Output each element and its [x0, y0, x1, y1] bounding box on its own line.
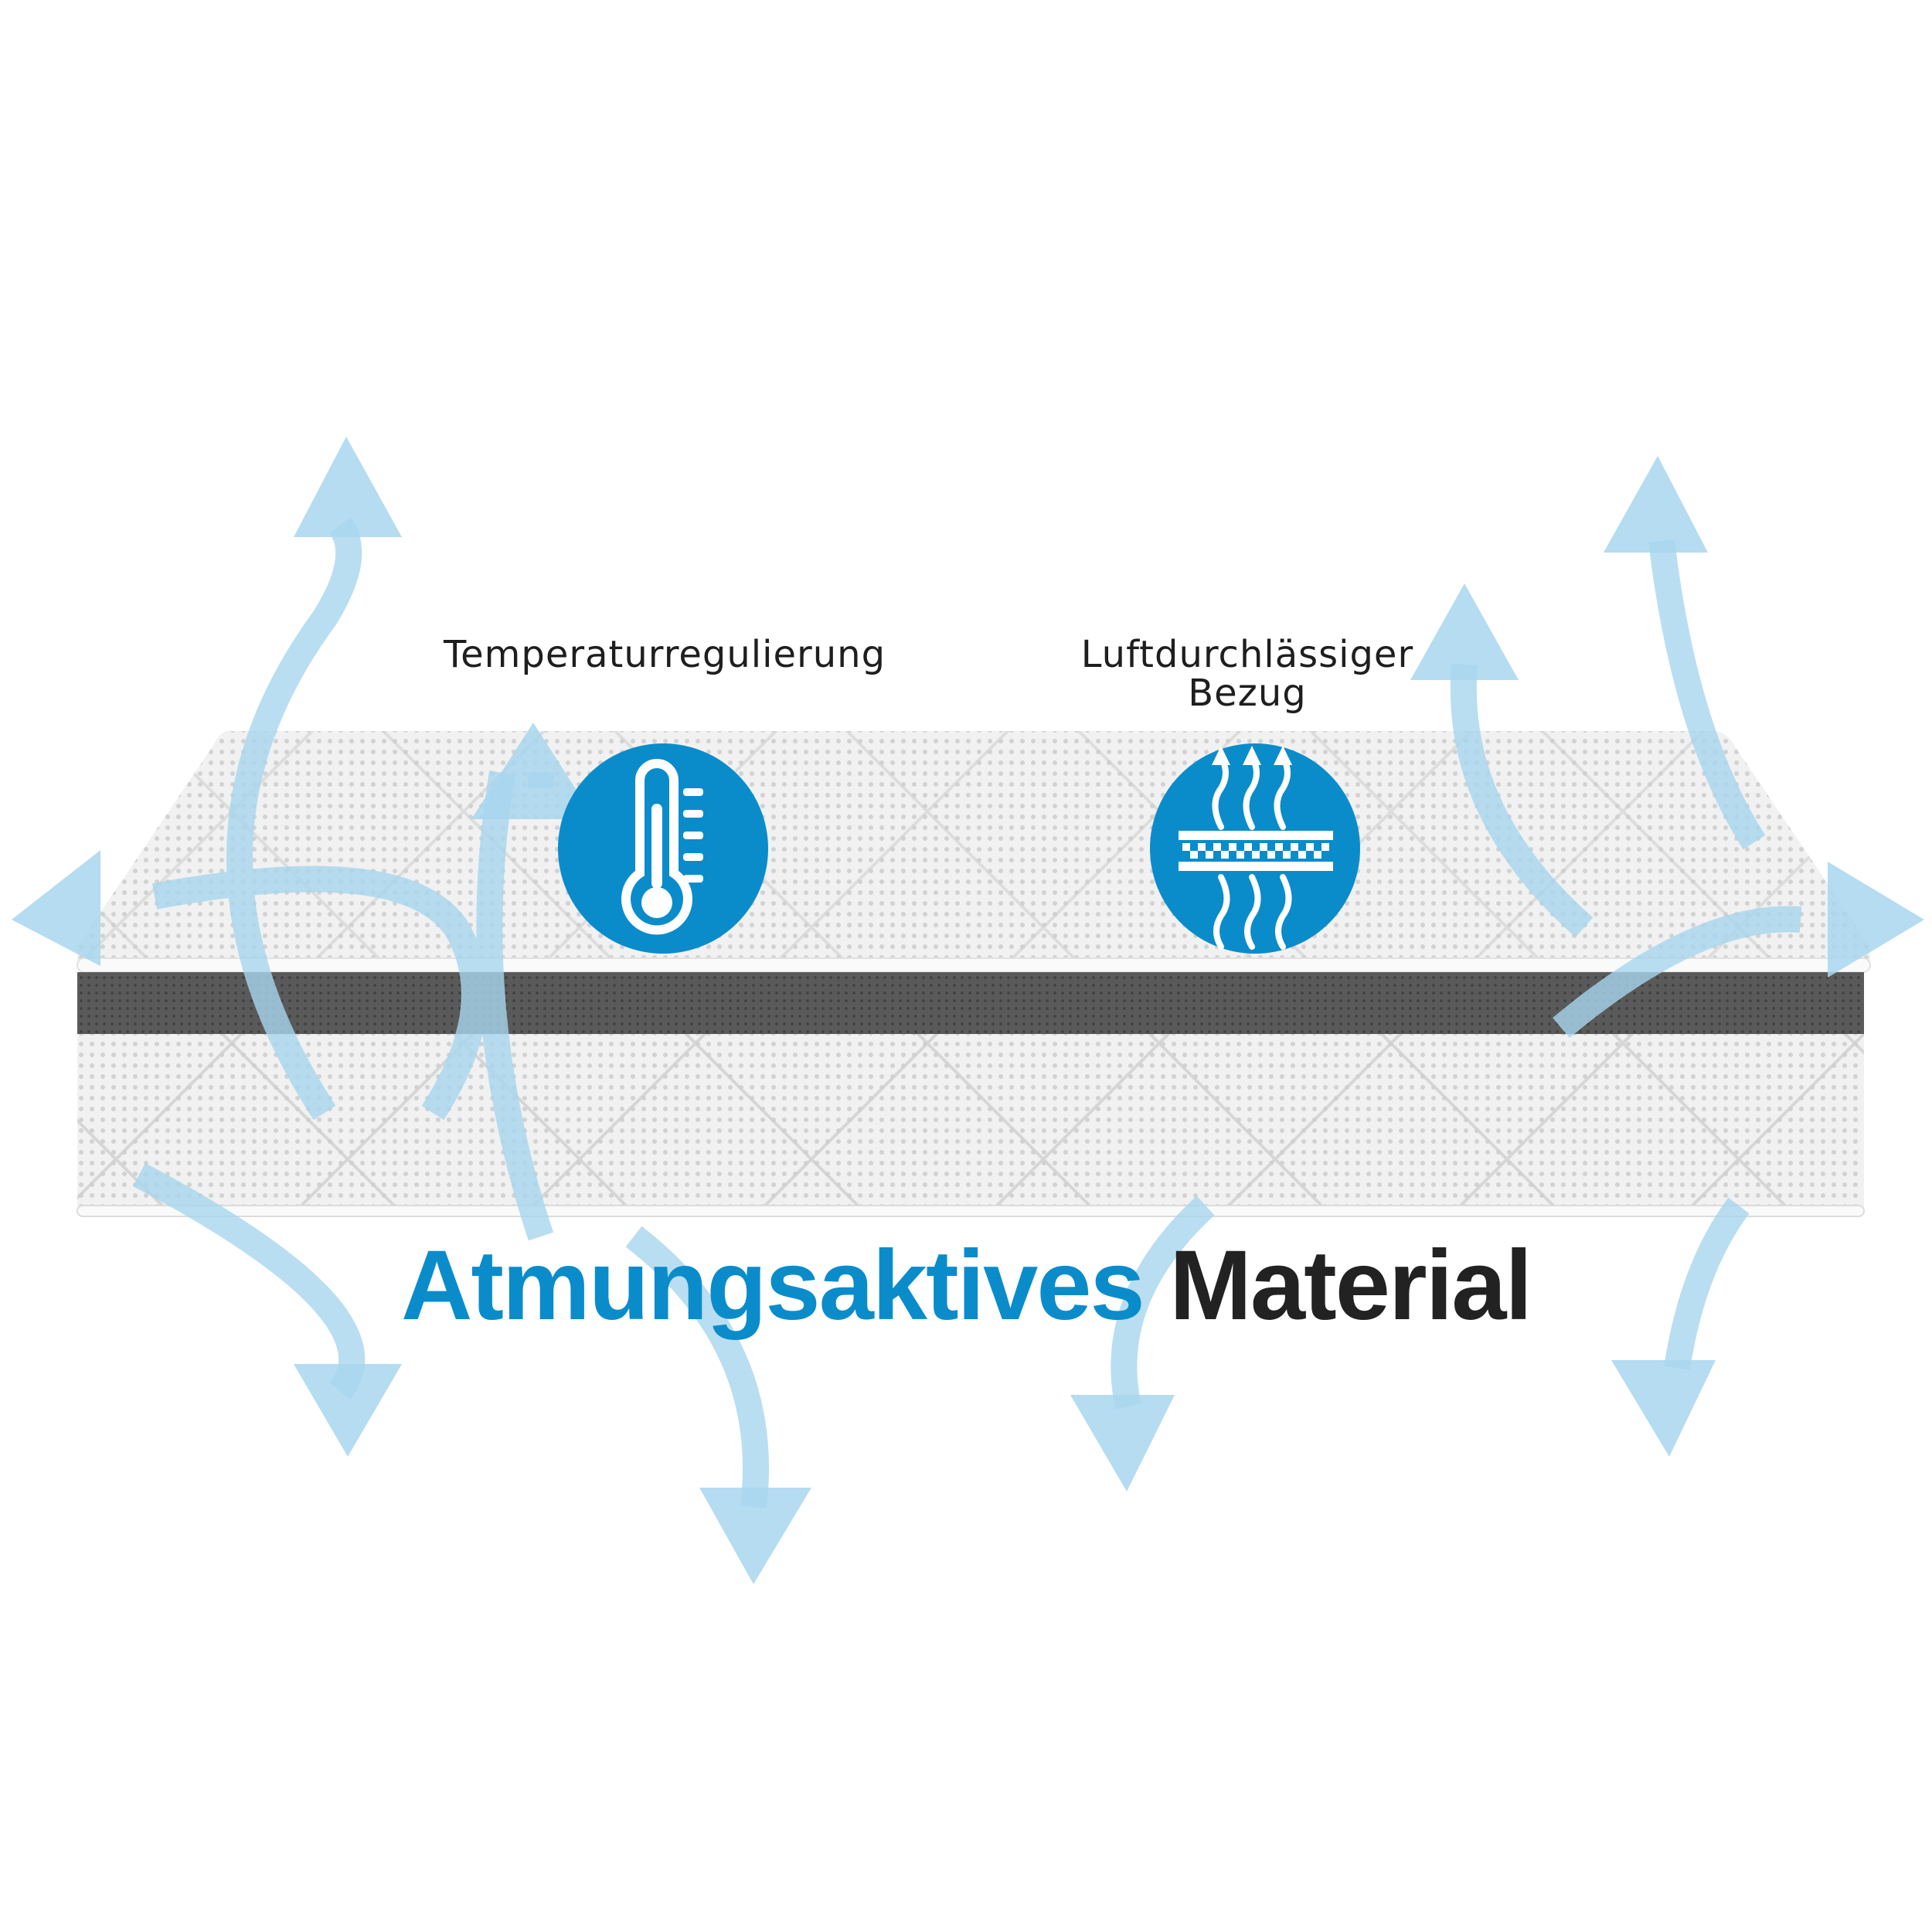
airflow-arrow	[1553, 906, 1802, 1039]
airflow-arrow	[1648, 539, 1766, 850]
arrowhead	[471, 723, 595, 819]
feature-label-breathable-cover: Luftdurchlässiger Bezug	[1015, 635, 1479, 713]
feature-label-line: Bezug	[1188, 672, 1307, 715]
arrowhead	[699, 1488, 811, 1584]
feature-label-temperature: Temperaturregulierung	[443, 633, 886, 676]
arrowhead	[1070, 1395, 1175, 1492]
feature-label-line: Luftdurchlässiger	[1080, 633, 1414, 676]
airflow-arrows	[133, 517, 1802, 1509]
arrowhead	[1828, 862, 1924, 978]
airflow-arrow	[1111, 1196, 1215, 1410]
airflow-arrow	[625, 1226, 769, 1509]
arrowhead	[1410, 583, 1519, 680]
mattress-side	[77, 1034, 1865, 1217]
arrowhead	[294, 1364, 402, 1457]
mattress-top	[77, 731, 1871, 973]
headline: Atmungsaktives Material	[0, 1229, 1932, 1342]
arrowhead	[12, 850, 100, 966]
airflow-arrow	[1664, 1197, 1750, 1370]
headline-rest: Material	[1169, 1230, 1532, 1341]
airflow-arrow	[476, 770, 554, 1241]
arrowhead	[1604, 456, 1708, 553]
airflow-arrowheads	[12, 437, 1924, 1584]
arrowhead	[1611, 1360, 1716, 1457]
breathable-fabric-icon	[1150, 743, 1360, 954]
arrowhead	[294, 437, 402, 537]
airflow-arrow	[1450, 663, 1594, 937]
airflow-arrow	[226, 517, 362, 1121]
thermometer-icon	[558, 743, 768, 954]
airflow-arrow	[151, 866, 488, 1121]
headline-highlight: Atmungsaktives	[400, 1230, 1145, 1341]
